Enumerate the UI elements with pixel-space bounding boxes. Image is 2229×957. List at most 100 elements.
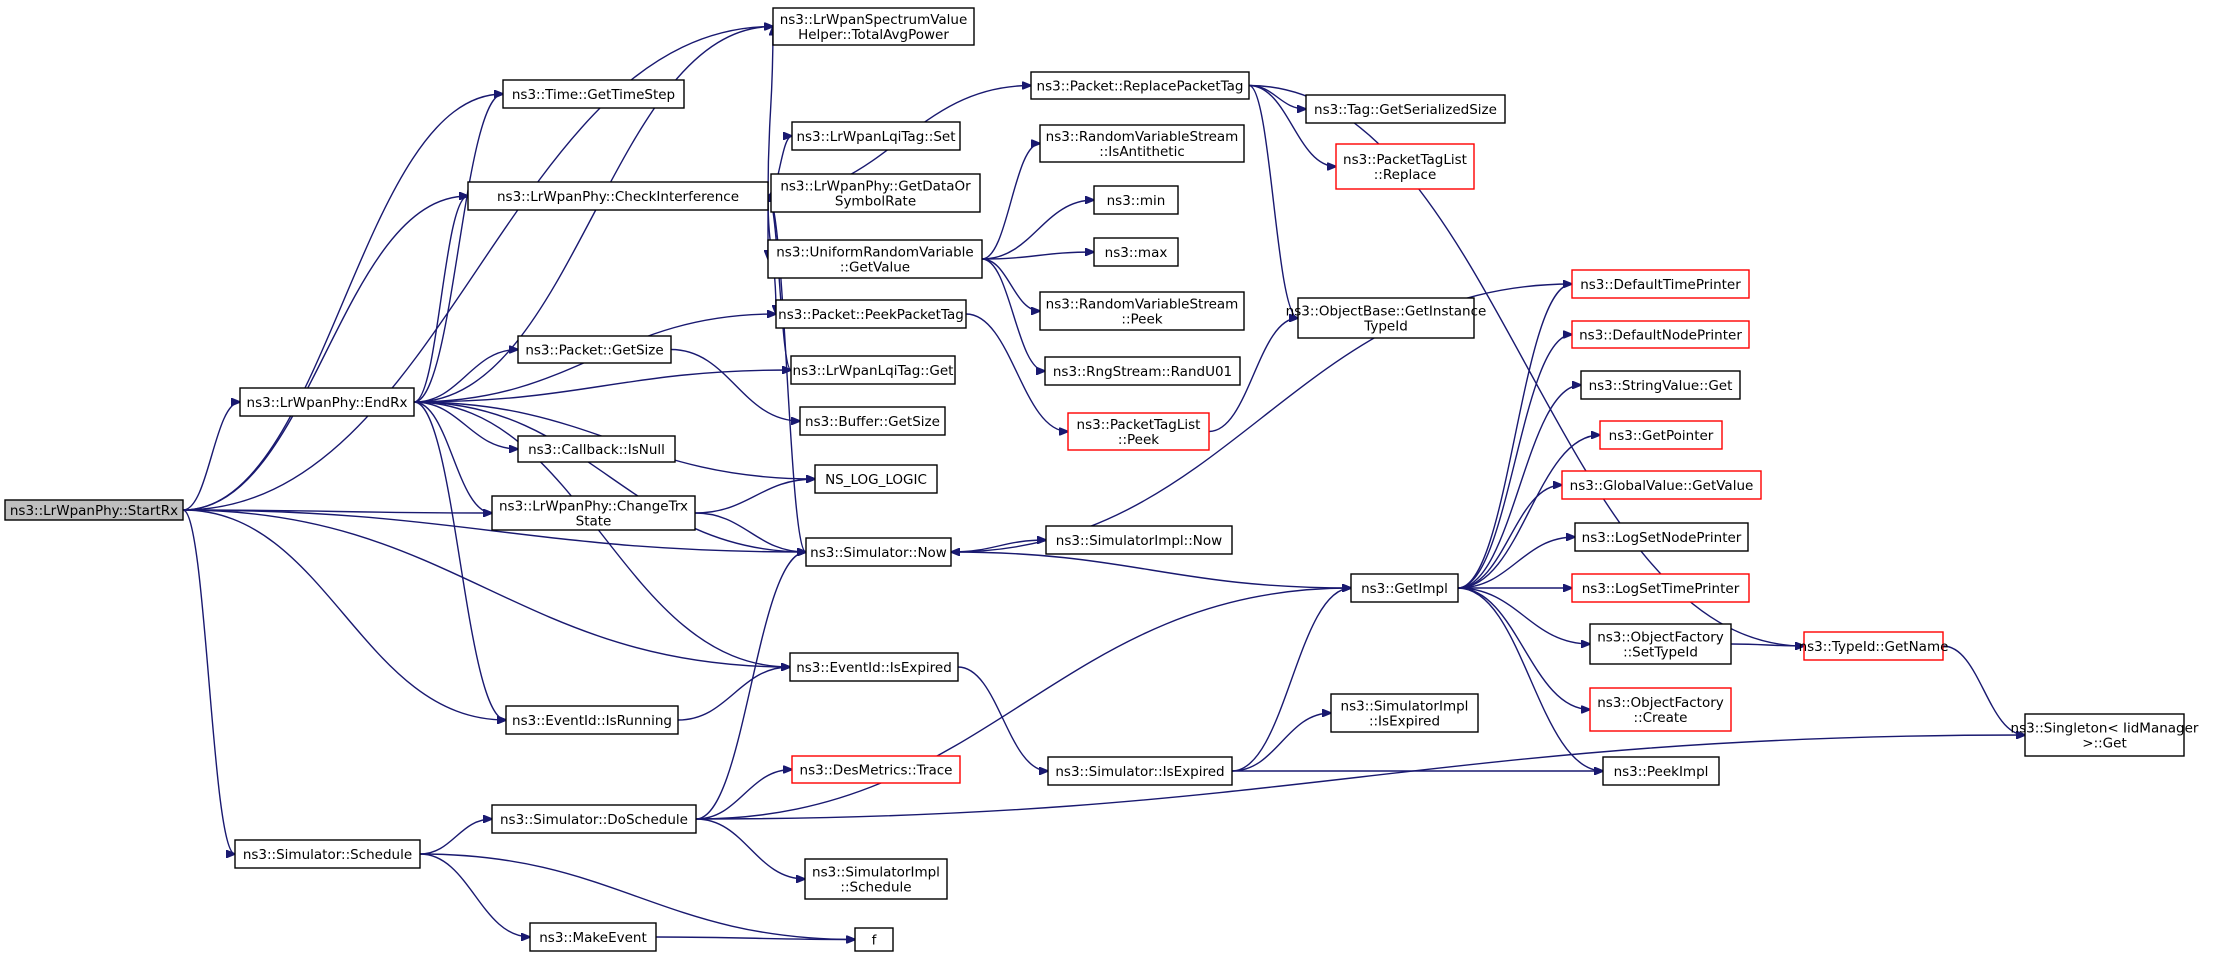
edge-path <box>1457 485 1562 589</box>
node-urvgetvalue[interactable]: ns3::UniformRandomVariable::GetValue <box>767 239 983 279</box>
node-tagserial[interactable]: ns3::Tag::GetSerializedSize <box>1305 94 1506 124</box>
node-label: ns3::GetPointer <box>1609 428 1714 444</box>
node-logsetnode[interactable]: ns3::LogSetNodePrinter <box>1574 522 1749 552</box>
node-eventisexpired[interactable]: ns3::EventId::IsExpired <box>789 652 959 682</box>
edge-doschedule-to-simimplschedule <box>695 818 805 879</box>
node-gettimestep[interactable]: ns3::Time::GetTimeStep <box>502 79 685 109</box>
edge-getimpl-to-defnodeprinter <box>1457 335 1572 589</box>
node-logsettime[interactable]: ns3::LogSetTimePrinter <box>1571 573 1750 603</box>
node-singleton[interactable]: ns3::Singleton< IidManager >::Get <box>2011 713 2199 757</box>
edge-path <box>413 401 506 720</box>
node-simisexpired[interactable]: ns3::Simulator::IsExpired <box>1047 756 1233 786</box>
edge-getimpl-to-deftimeprinter <box>1457 284 1572 589</box>
edge-startrx-to-totalavgpower <box>182 27 773 511</box>
node-endrx[interactable]: ns3::LrWpanPhy::EndRx <box>239 387 415 417</box>
node-label: ns3::LrWpanPhy::CheckInterference <box>497 189 739 205</box>
node-label: Helper::TotalAvgPower <box>798 27 949 43</box>
node-label: ns3::PacketTagList <box>1077 417 1201 433</box>
node-simimplschedule[interactable]: ns3::SimulatorImpl::Schedule <box>804 858 948 900</box>
node-doschedule[interactable]: ns3::Simulator::DoSchedule <box>491 804 697 834</box>
node-rvsantithetic[interactable]: ns3::RandomVariableStream::IsAntithetic <box>1039 124 1245 163</box>
node-ptlpeek[interactable]: ns3::PacketTagList::Peek <box>1067 412 1210 451</box>
node-simimplnow[interactable]: ns3::SimulatorImpl::Now <box>1045 525 1233 555</box>
node-lqiset[interactable]: ns3::LrWpanLqiTag::Set <box>791 121 961 151</box>
edge-endrx-to-lqiget <box>413 370 791 403</box>
edge-doschedule-to-singleton <box>695 735 2025 820</box>
edge-checkinterf-to-totalavgpower <box>767 27 773 197</box>
node-makeevent[interactable]: ns3::MakeEvent <box>529 922 657 952</box>
edge-path <box>1457 335 1572 589</box>
node-schedule[interactable]: ns3::Simulator::Schedule <box>234 839 421 869</box>
node-label: ::Schedule <box>840 880 911 896</box>
node-min[interactable]: ns3::min <box>1093 185 1179 215</box>
node-deftimeprinter[interactable]: ns3::DefaultTimePrinter <box>1571 269 1750 299</box>
edge-changetrx-to-simnow <box>694 512 806 552</box>
node-box <box>1330 693 1479 733</box>
node-peekimpl[interactable]: ns3::PeekImpl <box>1602 756 1720 786</box>
node-bufgetsize[interactable]: ns3::Buffer::GetSize <box>799 406 946 436</box>
node-typeidgetname[interactable]: ns3::TypeId::GetName <box>1799 631 1949 661</box>
edge-endrx-to-simnow <box>413 401 806 552</box>
node-desmetrics[interactable]: ns3::DesMetrics::Trace <box>791 755 961 784</box>
edge-endrx-to-changetrx <box>413 401 492 513</box>
node-label: NS_LOG_LOGIC <box>825 472 927 488</box>
edge-path <box>413 401 790 667</box>
edge-getimpl-to-ofsettypeid <box>1457 587 1590 644</box>
node-isrunning[interactable]: ns3::EventId::IsRunning <box>505 705 679 735</box>
node-replacetag[interactable]: ns3::Packet::ReplacePacketTag <box>1030 71 1250 100</box>
node-cbisnull[interactable]: ns3::Callback::IsNull <box>517 435 676 463</box>
node-label: ns3::ObjectFactory <box>1597 630 1724 646</box>
edge-makeevent-to-f <box>655 937 855 940</box>
node-randu01[interactable]: ns3::RngStream::RandU01 <box>1044 356 1241 386</box>
node-getpointer[interactable]: ns3::GetPointer <box>1599 420 1723 450</box>
node-peektag[interactable]: ns3::Packet::PeekPacketTag <box>775 299 967 329</box>
edge-getimpl-to-getpointer <box>1457 435 1600 589</box>
edge-getimpl-to-logsetnode <box>1457 537 1575 589</box>
node-nsloglogic[interactable]: NS_LOG_LOGIC <box>814 464 938 494</box>
edge-path <box>767 195 791 370</box>
edge-isrunning-to-eventisexpired <box>677 667 790 721</box>
node-label: ns3::MakeEvent <box>539 930 647 946</box>
node-label: >::Get <box>2082 736 2126 752</box>
node-box <box>505 705 679 735</box>
node-ofsettypeid[interactable]: ns3::ObjectFactory::SetTypeId <box>1589 623 1732 665</box>
node-label: ns3::Callback::IsNull <box>528 442 665 458</box>
node-lqiget[interactable]: ns3::LrWpanLqiTag::Get <box>790 355 956 385</box>
node-rvspeek[interactable]: ns3::RandomVariableStream::Peek <box>1039 291 1245 331</box>
node-f[interactable]: f <box>854 927 894 952</box>
edge-path <box>1457 587 1590 644</box>
edge-path <box>182 27 773 511</box>
node-simimplisexpired[interactable]: ns3::SimulatorImpl::IsExpired <box>1330 693 1479 733</box>
node-simnow[interactable]: ns3::Simulator::Now <box>805 537 952 567</box>
node-defnodeprinter[interactable]: ns3::DefaultNodePrinter <box>1571 320 1750 349</box>
edge-urvgetvalue-to-rvspeek <box>981 258 1040 311</box>
node-startrx[interactable]: ns3::LrWpanPhy::StartRx <box>4 499 184 521</box>
node-totalavgpower[interactable]: ns3::LrWpanSpectrumValueHelper::TotalAvg… <box>772 7 975 46</box>
edge-getimpl-to-gvgetvalue <box>1457 485 1562 589</box>
edge-path <box>1248 84 1298 319</box>
node-ofcreate[interactable]: ns3::ObjectFactory::Create <box>1589 687 1732 732</box>
node-gvgetvalue[interactable]: ns3::GlobalValue::GetValue <box>1561 470 1762 500</box>
node-stringget[interactable]: ns3::StringValue::Get <box>1580 370 1741 400</box>
edge-startrx-to-schedule <box>182 509 235 854</box>
node-label: ns3::SimulatorImpl::Now <box>1056 533 1222 549</box>
node-box <box>1574 522 1749 552</box>
edge-typeidgetname-to-singleton <box>1942 645 2025 735</box>
node-label: ::IsExpired <box>1369 714 1440 730</box>
node-max[interactable]: ns3::max <box>1093 237 1179 267</box>
node-box <box>234 839 421 869</box>
node-pktgetsize[interactable]: ns3::Packet::GetSize <box>517 335 672 364</box>
edge-endrx-to-cbisnull <box>413 401 518 449</box>
edge-path <box>655 937 855 940</box>
node-checkinterf[interactable]: ns3::LrWpanPhy::CheckInterference <box>467 181 769 211</box>
edge-simnow-to-simimplnow <box>950 540 1046 553</box>
edge-simnow-to-getimpl <box>950 551 1351 588</box>
node-label: ns3::Packet::PeekPacketTag <box>778 307 964 323</box>
edge-pktgetsize-to-bufgetsize <box>670 348 800 422</box>
node-label: ::Peek <box>1121 312 1162 328</box>
node-ptlreplace[interactable]: ns3::PacketTagList::Replace <box>1335 143 1475 190</box>
node-getimpl[interactable]: ns3::GetImpl <box>1350 573 1459 603</box>
